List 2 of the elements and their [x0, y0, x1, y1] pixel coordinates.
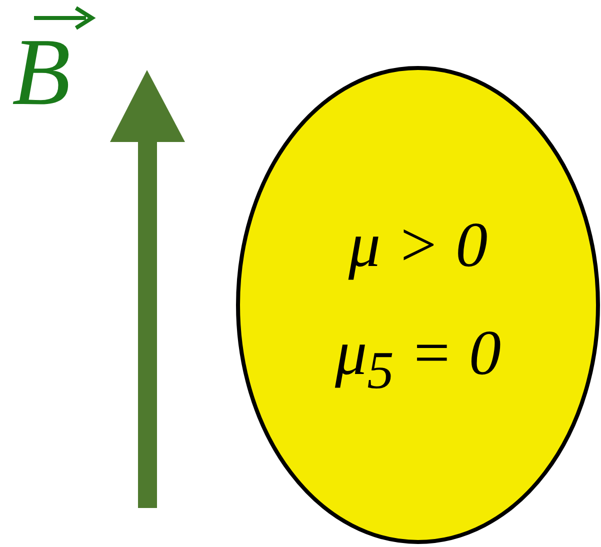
math-expression: μ$_{5}$ = 0 [335, 320, 501, 398]
vector-label: B⃗ [12, 24, 146, 120]
